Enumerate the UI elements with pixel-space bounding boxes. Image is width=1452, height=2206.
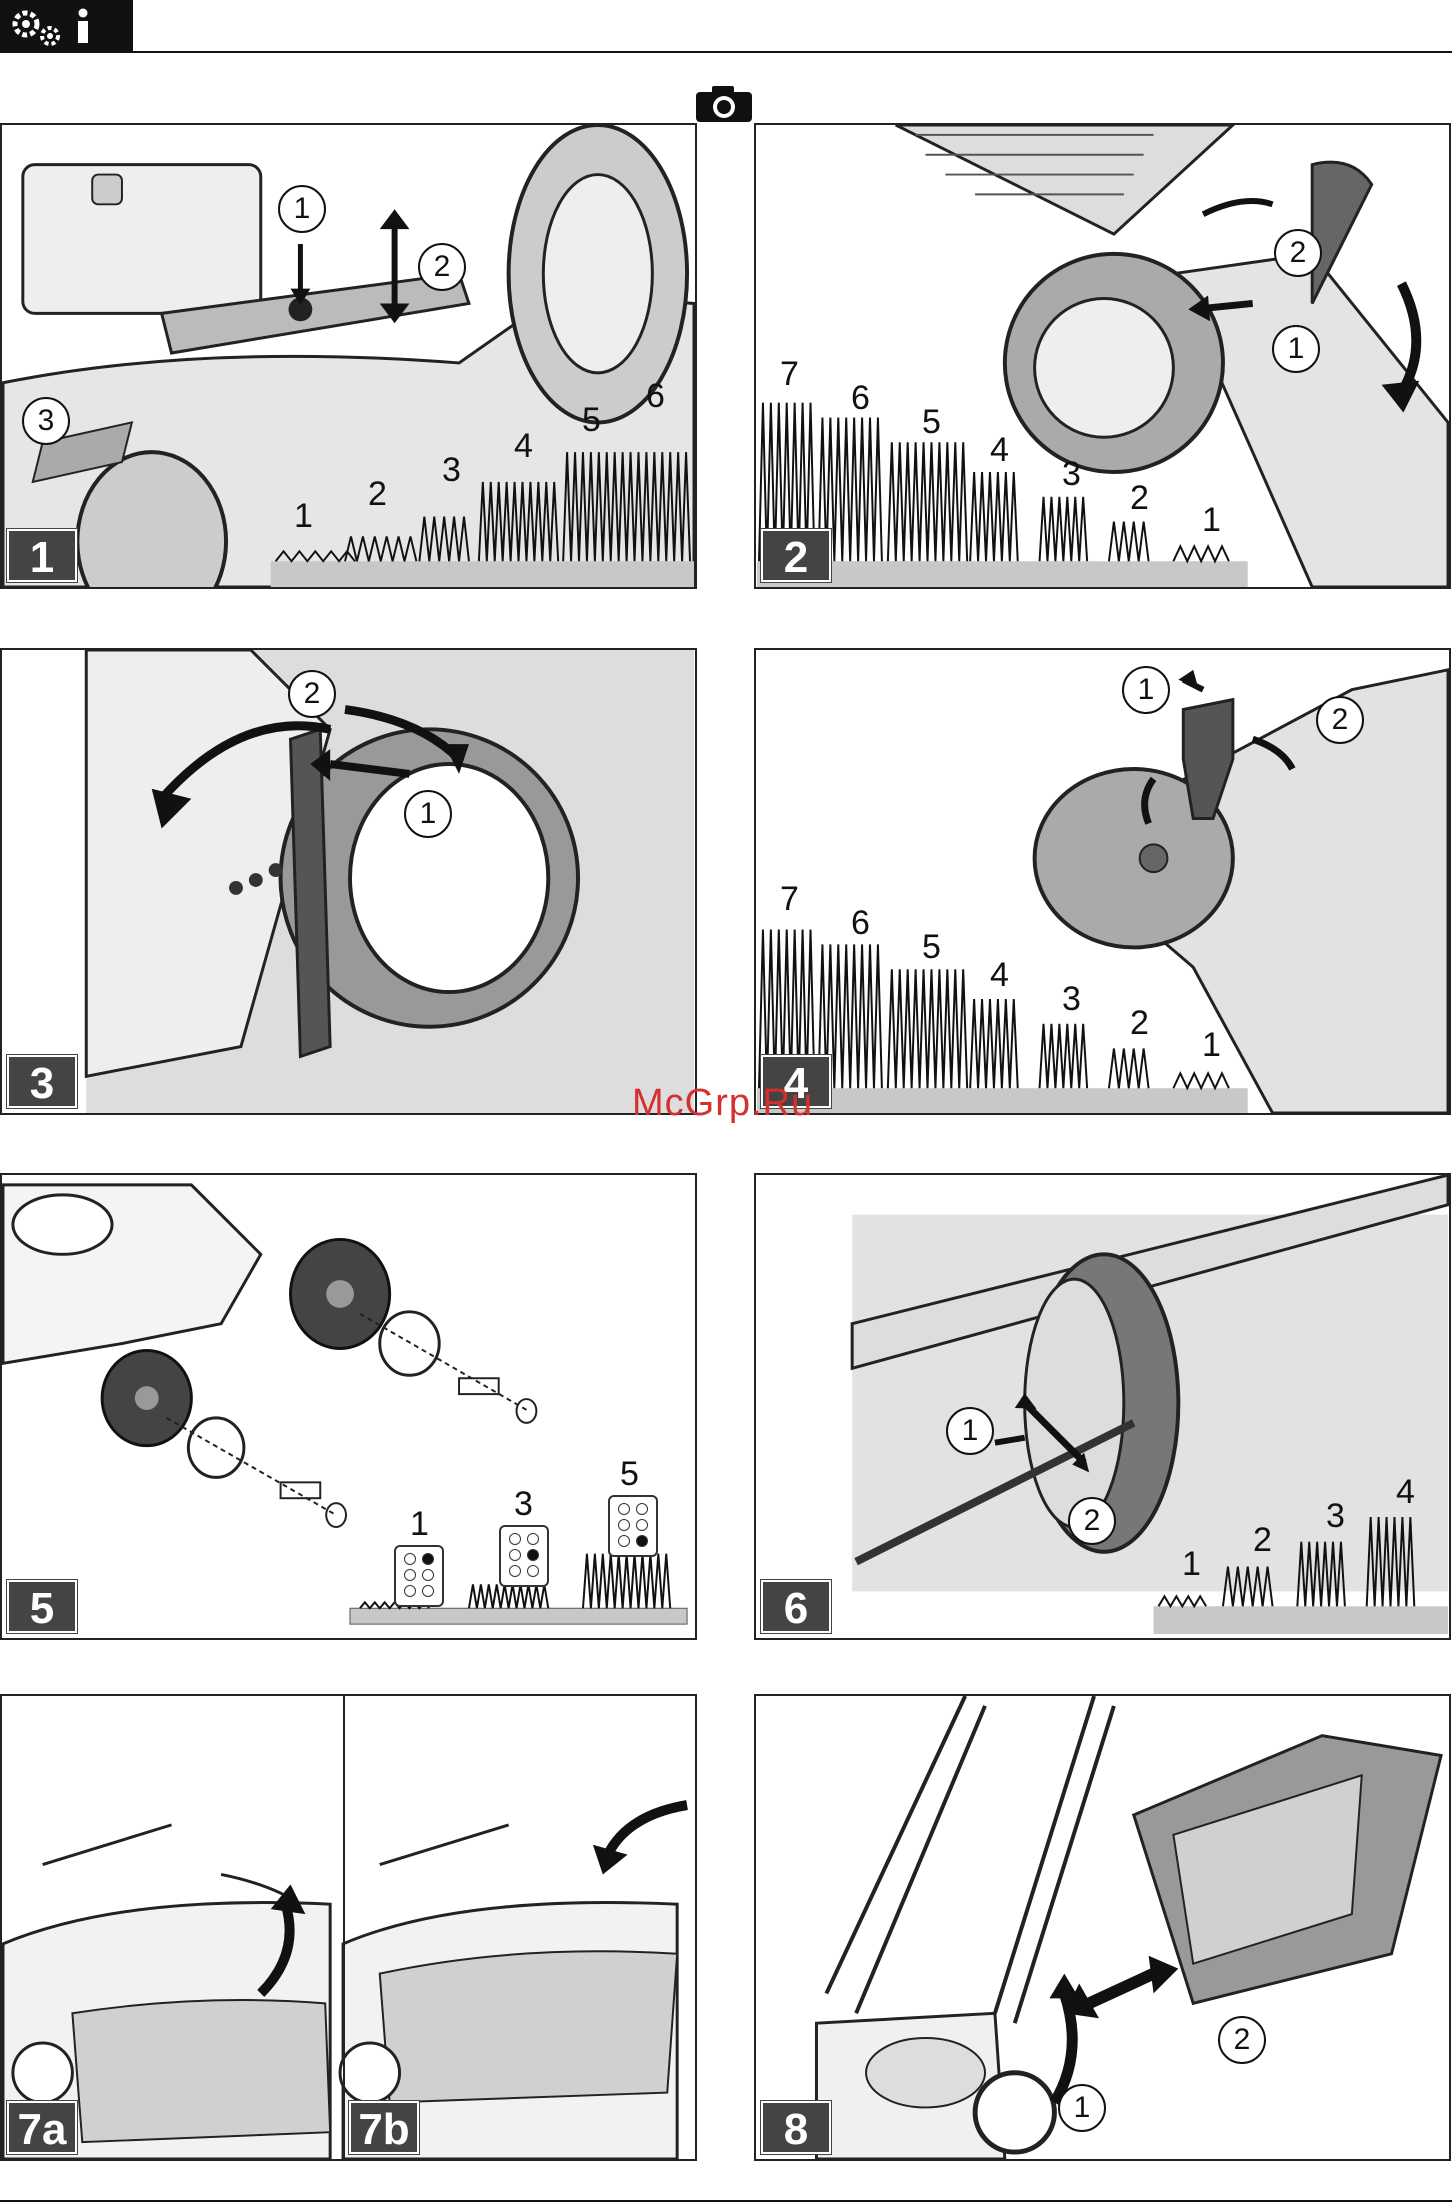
position-indicator-1 <box>394 1545 444 1607</box>
callout-2: 2 <box>1316 696 1364 744</box>
height-label: 3 <box>514 1485 533 1524</box>
watermark: McGrp.Ru <box>632 1082 813 1125</box>
panel-8: 2 1 8 <box>754 1694 1451 2161</box>
info-icon <box>72 8 94 46</box>
height-label: 2 <box>368 475 387 514</box>
callout-1: 1 <box>946 1407 994 1455</box>
height-label: 1 <box>1202 501 1221 540</box>
callout-3: 3 <box>22 397 70 445</box>
callout-2: 2 <box>1218 2016 1266 2064</box>
height-label: 5 <box>620 1455 639 1494</box>
height-label: 1 <box>1202 1026 1221 1065</box>
panel-number: 2 <box>761 529 831 582</box>
mower-engine-illustration <box>2 125 695 587</box>
height-label: 6 <box>851 904 870 943</box>
height-label: 4 <box>514 427 533 466</box>
grass-bag-flap-illustration <box>2 1696 695 2159</box>
height-label: 3 <box>1326 1497 1345 1536</box>
header-rule <box>133 51 1452 53</box>
panel-6: 1 2 1 2 3 4 6 <box>754 1173 1451 1640</box>
height-label: 2 <box>1130 479 1149 518</box>
rear-wheel-lever-illustration <box>756 125 1449 587</box>
camera-icon <box>694 84 754 124</box>
height-label: 7 <box>780 355 799 394</box>
height-label: 2 <box>1130 1004 1149 1043</box>
panel-number: 8 <box>761 2101 831 2154</box>
height-label: 4 <box>1396 1473 1415 1512</box>
callout-2: 2 <box>418 243 466 291</box>
height-label: 3 <box>1062 980 1081 1019</box>
height-label: 4 <box>990 956 1009 995</box>
height-label: 5 <box>922 403 941 442</box>
height-label: 4 <box>990 431 1009 470</box>
wheel-lever-closeup-illustration <box>2 650 695 1113</box>
callout-2: 2 <box>1274 229 1322 277</box>
panel-number: 6 <box>761 1580 831 1633</box>
height-label: 5 <box>922 928 941 967</box>
gears-icon <box>0 0 133 53</box>
panel-number-b: 7b <box>349 2101 419 2154</box>
position-indicator-3 <box>499 1525 549 1587</box>
callout-1: 1 <box>1122 666 1170 714</box>
height-label: 1 <box>410 1505 429 1544</box>
panel-number: 3 <box>7 1055 77 1108</box>
height-label: 1 <box>1182 1545 1201 1584</box>
axle-height-adjust-illustration <box>756 1175 1449 1638</box>
height-label: 3 <box>442 451 461 490</box>
panel-number: 5 <box>7 1580 77 1633</box>
callout-2: 2 <box>1068 1497 1116 1545</box>
panel-5: 1 3 5 5 <box>0 1173 697 1640</box>
height-label: 5 <box>582 401 601 440</box>
height-label: 1 <box>294 497 313 536</box>
panel-7: 7a 7b <box>0 1694 697 2161</box>
callout-1: 1 <box>278 185 326 233</box>
header-badge <box>0 0 133 53</box>
height-label: 7 <box>780 880 799 919</box>
callout-2: 2 <box>288 670 336 718</box>
callout-1: 1 <box>1058 2084 1106 2132</box>
panel-number-a: 7a <box>7 2101 77 2154</box>
height-label: 2 <box>1253 1521 1272 1560</box>
footer-rule <box>0 2200 1452 2202</box>
callout-1: 1 <box>1272 325 1320 373</box>
panel-1: 1 2 3 1 2 3 4 5 6 1 <box>0 123 697 589</box>
height-label: 3 <box>1062 455 1081 494</box>
panel-2: 2 1 7 6 5 4 3 2 1 2 <box>754 123 1451 589</box>
grass-bag-attach-illustration <box>756 1696 1449 2159</box>
panel-4: 1 2 7 6 5 4 3 2 1 4 <box>754 648 1451 1115</box>
height-label: 6 <box>646 377 665 416</box>
position-indicator-5 <box>608 1495 658 1557</box>
panel-divider <box>343 1696 345 2159</box>
callout-1: 1 <box>404 790 452 838</box>
wheel-assembly-exploded-illustration <box>2 1175 695 1638</box>
panel-number: 1 <box>7 529 77 582</box>
height-label: 6 <box>851 379 870 418</box>
panel-3: 2 1 3 <box>0 648 697 1115</box>
